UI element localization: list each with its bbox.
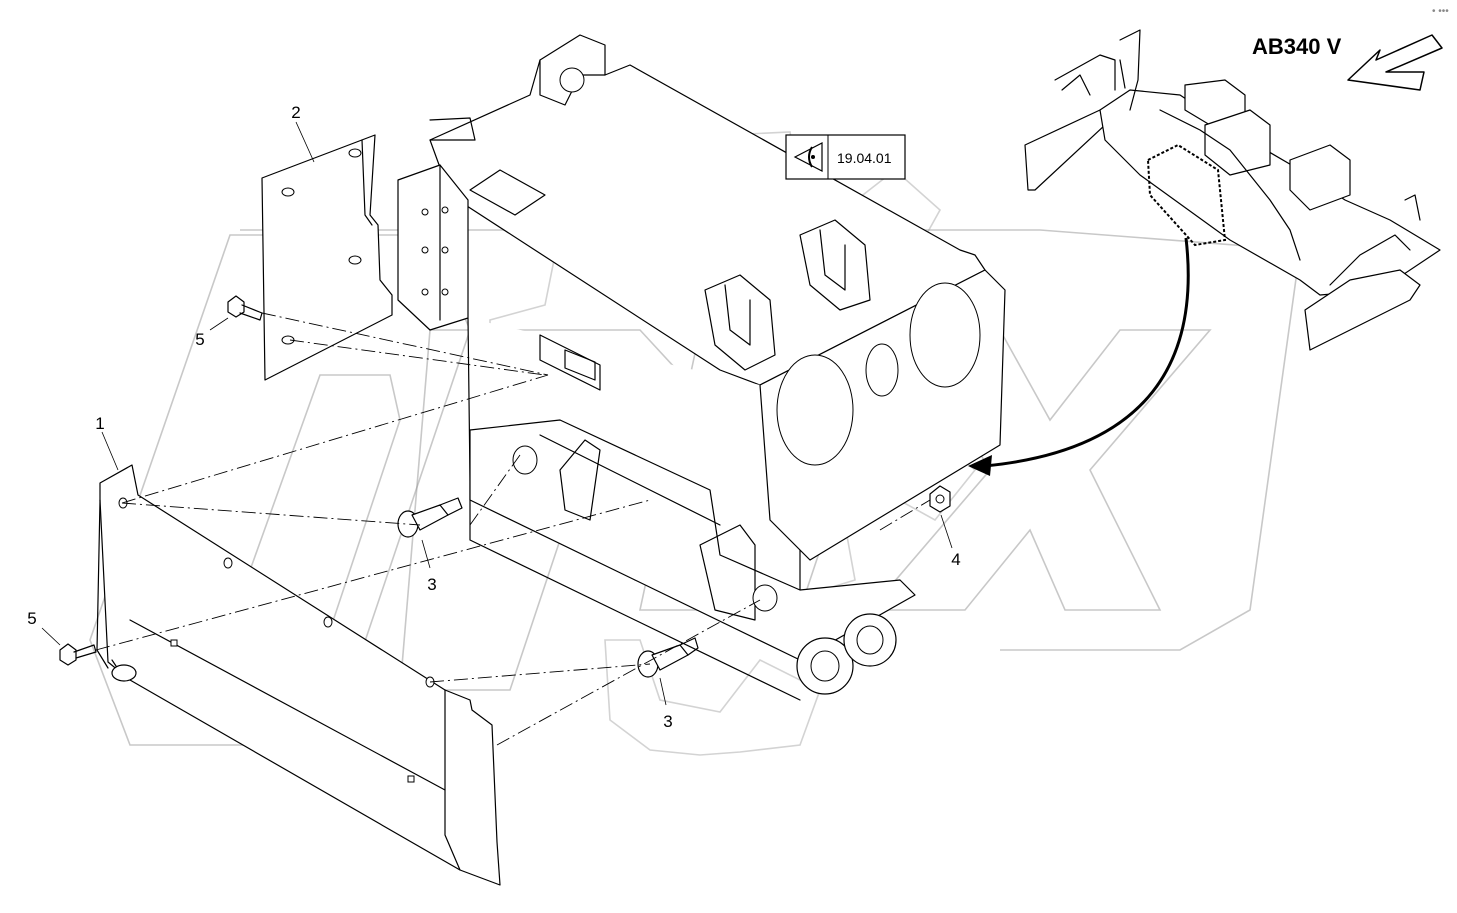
callout-5-lower: 5 bbox=[27, 609, 36, 628]
callout-1: 1 bbox=[95, 414, 104, 433]
main-frame bbox=[397, 34, 1006, 701]
paver-overview bbox=[1024, 29, 1441, 351]
eye-icon bbox=[793, 142, 823, 172]
part-1-panel[interactable] bbox=[96, 431, 501, 886]
part-4-nut[interactable] bbox=[929, 485, 953, 549]
view-direction-arrow bbox=[1347, 34, 1443, 91]
part-3-stud-lower[interactable] bbox=[637, 637, 699, 706]
top-right-marks: • ••• bbox=[1432, 6, 1449, 17]
page-title: AB340 V bbox=[1252, 34, 1342, 59]
reference-code: 19.04.01 bbox=[837, 150, 892, 166]
callout-4: 4 bbox=[951, 550, 960, 569]
part-3-stud-upper[interactable] bbox=[397, 497, 463, 569]
part-5-screw-lower[interactable] bbox=[41, 627, 97, 666]
reference-box[interactable]: 19.04.01 bbox=[785, 134, 906, 180]
callout-2: 2 bbox=[291, 103, 300, 122]
part-2-plate[interactable] bbox=[261, 121, 393, 381]
part-5-screw-upper[interactable] bbox=[209, 295, 263, 331]
assembly-lines bbox=[95, 312, 931, 746]
callout-3-lower: 3 bbox=[663, 712, 672, 731]
callout-5-upper: 5 bbox=[195, 330, 204, 349]
callout-3-upper: 3 bbox=[427, 575, 436, 594]
callouts: 1 2 3 3 4 5 5 bbox=[27, 103, 960, 731]
location-arrow bbox=[968, 237, 1190, 476]
